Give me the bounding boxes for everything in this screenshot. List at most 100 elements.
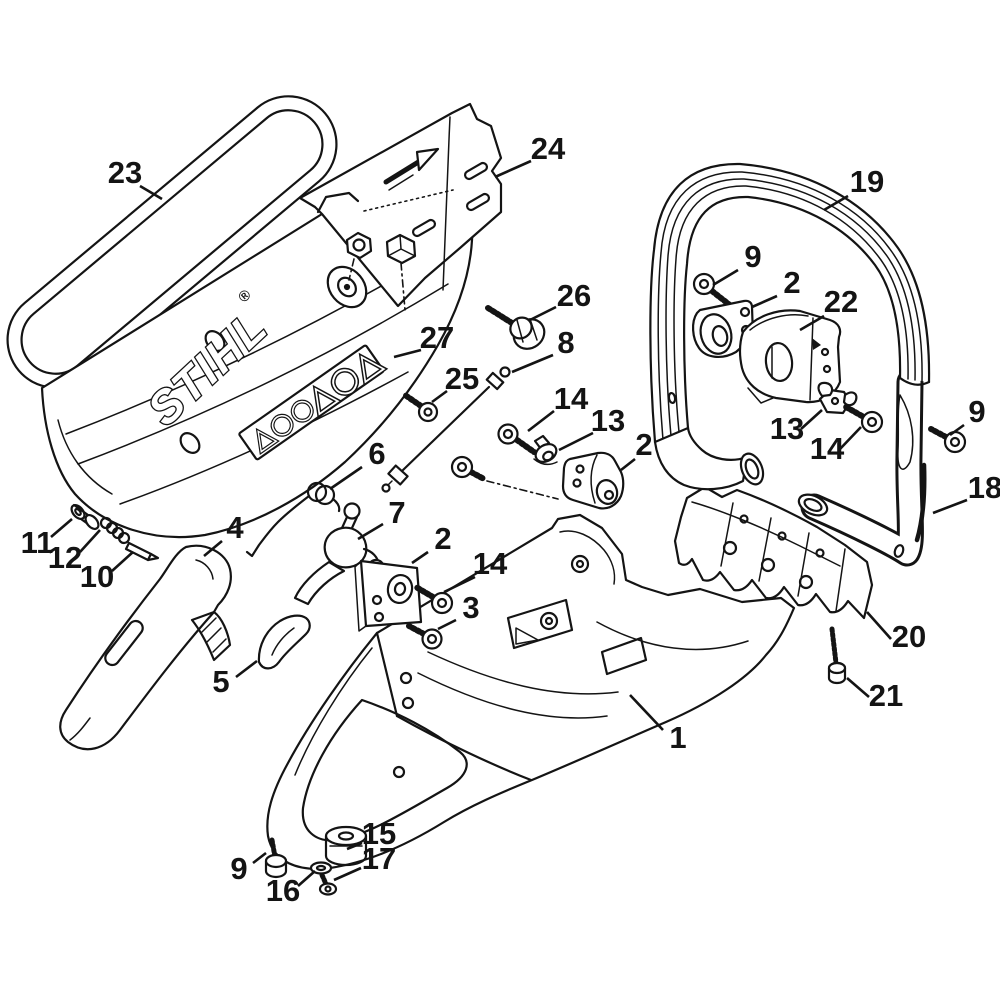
callout-leader-9 [252, 851, 267, 865]
callout-number-14: 14 [473, 546, 508, 581]
callout-leader-11 [50, 518, 73, 538]
callout-leader-9 [949, 423, 965, 437]
spring-wire-6 [245, 481, 341, 558]
callout-leader-14 [839, 426, 862, 450]
callout-number-12: 12 [48, 540, 82, 575]
callout-leader-1 [629, 694, 664, 731]
callout-leader-17 [333, 866, 362, 882]
callout-leader-15 [346, 841, 363, 851]
callout-leader-10 [111, 551, 134, 572]
callout-number-24: 24 [531, 131, 566, 166]
callout-number-25: 25 [445, 361, 479, 396]
screw-14-right [843, 404, 884, 434]
spiked-bumper-20 [673, 485, 874, 620]
callout-number-11: 11 [21, 525, 54, 560]
callout-leader-4 [203, 540, 223, 557]
callout-number-16: 16 [266, 873, 300, 908]
callout-number-14: 14 [554, 381, 589, 416]
callout-leader-21 [846, 677, 870, 698]
callout-leader-5 [235, 659, 258, 679]
throttle-cable-8 [381, 366, 511, 493]
callout-number-2: 2 [434, 521, 451, 556]
callout-number-26: 26 [557, 278, 591, 313]
callout-leader-20 [866, 611, 892, 640]
callout-number-3: 3 [462, 590, 479, 625]
callout-leader-13 [558, 431, 594, 452]
interlock-lever-5 [257, 614, 311, 670]
sprocket-cover [40, 180, 474, 539]
bushing-11 [70, 503, 100, 531]
bolt-21 [827, 626, 847, 685]
hex-nut [345, 231, 373, 260]
info-sticker-27 [238, 344, 385, 461]
housing-1 [266, 513, 796, 870]
callout-leader-7 [357, 522, 384, 541]
screw-9-bottom [264, 837, 288, 879]
cap-screw [450, 455, 559, 500]
callout-leader-9 [712, 268, 739, 287]
wingnut-13-right [817, 381, 858, 415]
bracket-2-handle [692, 299, 755, 358]
callout-leader-19 [823, 194, 849, 212]
callout-leader-2 [620, 457, 636, 472]
callout-leader-26 [529, 305, 557, 322]
callout-leader-13 [800, 409, 823, 430]
screw-14-low [413, 584, 454, 615]
screw-17 [318, 872, 338, 896]
callout-layer: 2324272682514132199222131491820211151716… [21, 131, 1000, 908]
callout-leader-16 [297, 870, 316, 887]
callout-leader-6 [329, 465, 363, 491]
callout-number-6: 6 [368, 436, 385, 471]
chain-guard-plate-24 [298, 102, 503, 311]
callout-number-20: 20 [892, 619, 926, 654]
screw-3 [406, 623, 443, 650]
callout-number-2: 2 [635, 427, 652, 462]
callout-number-9: 9 [968, 394, 985, 429]
callout-number-18: 18 [968, 470, 1000, 505]
callout-leader-22 [799, 314, 825, 332]
callout-leader-14 [443, 575, 476, 594]
callout-leader-8 [511, 353, 554, 374]
nut-13-mid [533, 434, 558, 466]
saw-chain-23 [6, 95, 338, 389]
screw-9-right [928, 426, 967, 454]
screw-25 [402, 392, 439, 423]
callout-leader-2 [751, 294, 778, 309]
screw-14-mid [497, 423, 537, 455]
callout-number-9: 9 [744, 239, 761, 274]
washer-grommet [326, 265, 368, 309]
callout-leader-12 [79, 529, 101, 553]
handle-loop-19 [649, 162, 931, 491]
callout-number-15: 15 [362, 816, 396, 851]
callout-number-14: 14 [810, 431, 845, 466]
callout-number-19: 19 [850, 164, 884, 199]
callout-number-5: 5 [212, 664, 229, 699]
callout-number-9: 9 [230, 851, 247, 886]
callout-leader-14 [527, 409, 555, 433]
callout-number-27: 27 [420, 320, 454, 355]
callout-number-22: 22 [824, 284, 858, 319]
callout-number-10: 10 [80, 559, 114, 594]
callout-number-4: 4 [226, 510, 244, 545]
callout-number-8: 8 [557, 325, 574, 360]
callout-number-2: 2 [783, 265, 800, 300]
handle-molding-4 [59, 544, 232, 751]
callout-number-1: 1 [669, 720, 686, 755]
callout-leader-24 [494, 159, 532, 179]
hex-bolt-head [385, 233, 417, 265]
callout-number-7: 7 [388, 495, 405, 530]
bracket-2-mid [561, 451, 625, 510]
callout-number-13: 13 [591, 403, 625, 438]
cover-22 [738, 309, 842, 404]
bolt-26 [485, 305, 546, 350]
callout-leader-23 [139, 184, 163, 201]
callout-leader-3 [437, 618, 457, 631]
callout-number-17: 17 [362, 841, 396, 876]
callout-leader-18 [932, 498, 968, 515]
bracket-2-low [354, 559, 423, 632]
callout-number-23: 23 [108, 155, 142, 190]
direction-arrow-icon [383, 147, 440, 191]
callout-leader-25 [431, 389, 448, 404]
